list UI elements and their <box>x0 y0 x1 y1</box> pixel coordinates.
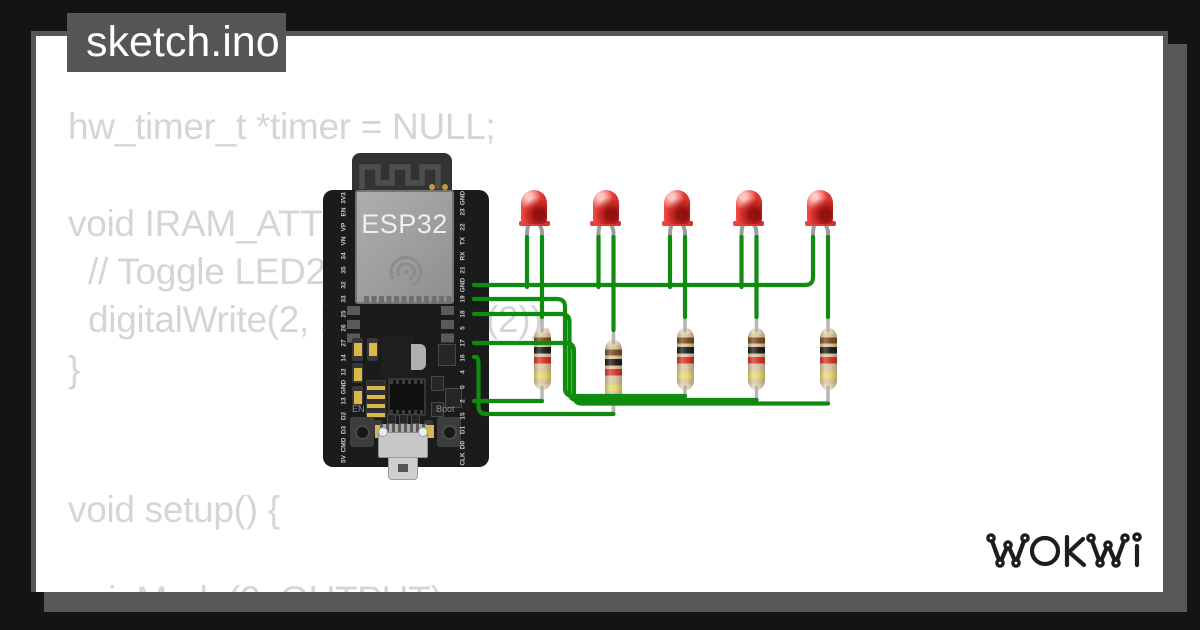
code-line-1: hw_timer_t *timer = NULL; <box>68 106 496 147</box>
led-3[interactable] <box>664 190 690 224</box>
smd-component <box>399 414 408 424</box>
boot-button[interactable] <box>437 417 461 447</box>
voltage-regulator <box>381 337 414 377</box>
usb-screw-right <box>418 427 428 437</box>
smd-component-cluster <box>366 380 386 418</box>
led-4[interactable] <box>735 190 762 224</box>
frame-bottom <box>0 612 1200 630</box>
frame-right-patch <box>1168 0 1187 44</box>
module-side-pads-right <box>441 306 454 344</box>
smd-transistor <box>445 388 462 408</box>
usb-contacts <box>380 424 426 433</box>
boot-button-label: Boot <box>436 404 455 414</box>
wifi-logo-icon <box>389 255 423 287</box>
code-line-6: } <box>68 349 81 390</box>
canvas-shadow-bottom <box>44 592 1187 612</box>
led-5[interactable] <box>807 190 833 224</box>
wifi-antenna <box>352 153 452 195</box>
en-button[interactable] <box>350 417 374 447</box>
smd-component <box>411 414 420 424</box>
smd-transistor <box>438 344 456 366</box>
wokwi-logo <box>986 532 1142 568</box>
smd-capacitor <box>352 386 363 406</box>
usb-hole <box>398 464 408 472</box>
en-button-label: EN <box>352 404 365 414</box>
frame-right <box>1187 0 1200 630</box>
antenna-trace-icon <box>359 164 448 190</box>
usb-screw-left <box>378 427 388 437</box>
code-line-3: // Toggle LED2 s <box>88 251 355 292</box>
file-tab-label: sketch.ino <box>86 18 280 66</box>
frame-left <box>0 0 31 630</box>
regulator-tab <box>411 344 426 370</box>
smd-capacitor <box>367 338 378 361</box>
smd-capacitor <box>352 363 363 383</box>
smd-component <box>431 402 444 417</box>
led-1[interactable] <box>521 190 547 224</box>
module-pads <box>364 296 452 304</box>
frame-bottom-left-patch <box>31 592 44 612</box>
canvas-shadow-right <box>1163 44 1187 612</box>
smd-component <box>431 376 444 391</box>
esp32-module: ESP32 <box>355 190 454 304</box>
smd-capacitor <box>424 420 434 438</box>
file-tab[interactable]: sketch.ino <box>67 13 286 72</box>
code-line-7: void setup() { <box>68 489 280 530</box>
chip-label: ESP32 <box>361 209 448 239</box>
smd-component <box>387 414 396 424</box>
smd-capacitor <box>352 338 363 361</box>
led-2[interactable] <box>592 190 619 224</box>
module-side-pads-left <box>347 306 360 344</box>
